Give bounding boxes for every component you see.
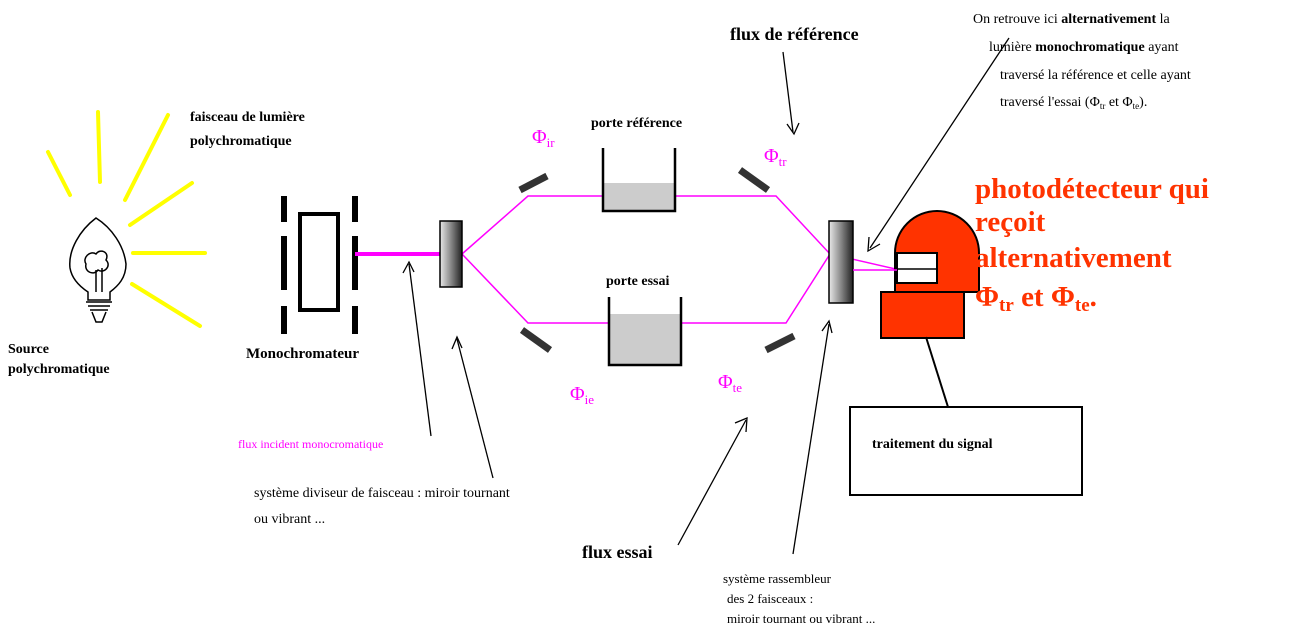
beam-combiner-label: système rassembleur des 2 faisceaux : mi… [723, 571, 875, 626]
light-beams [355, 195, 901, 324]
fixed-mirrors [518, 167, 796, 354]
lightbulb-icon [69, 217, 127, 323]
sample-flux-label: flux essai [582, 542, 653, 562]
reference-cuvette [601, 148, 677, 213]
signal-processing-box [849, 406, 1083, 496]
sample-cuvette [607, 297, 683, 367]
reference-flux-label: flux de référence [730, 24, 859, 44]
phi-ie-label: Φie [570, 383, 594, 407]
beam-splitter-label: système diviseur de faisceau : miroir to… [254, 486, 513, 527]
monochromator-label: Monochromateur [246, 346, 359, 362]
flux-incident-label: flux incident monocromatique [238, 437, 383, 451]
faisceau-label: faisceau de lumière polychromatique [190, 110, 308, 149]
phi-tr-label: Φtr [764, 145, 787, 169]
pointer-arrows [402, 37, 1010, 555]
signal-processing-label: traitement du signal [872, 437, 993, 452]
photodetector-label: photodétecteur qui reçoit alternativemen… [975, 173, 1216, 316]
light-rays [46, 110, 207, 328]
reference-cell-label: porte référence [591, 116, 682, 131]
detector-cable [925, 336, 949, 408]
monochromator [281, 196, 358, 334]
note-text: On retrouve ici alternativement la lumiè… [973, 12, 1194, 111]
phi-te-label: Φte [718, 371, 742, 395]
photodetector-icon [880, 210, 980, 339]
source-label: Source polychromatique [8, 342, 110, 377]
beam-combiner-mirror [828, 220, 854, 304]
beam-splitter-mirror [439, 220, 463, 288]
phi-ir-label: Φir [532, 126, 555, 150]
sample-cell-label: porte essai [606, 274, 669, 289]
